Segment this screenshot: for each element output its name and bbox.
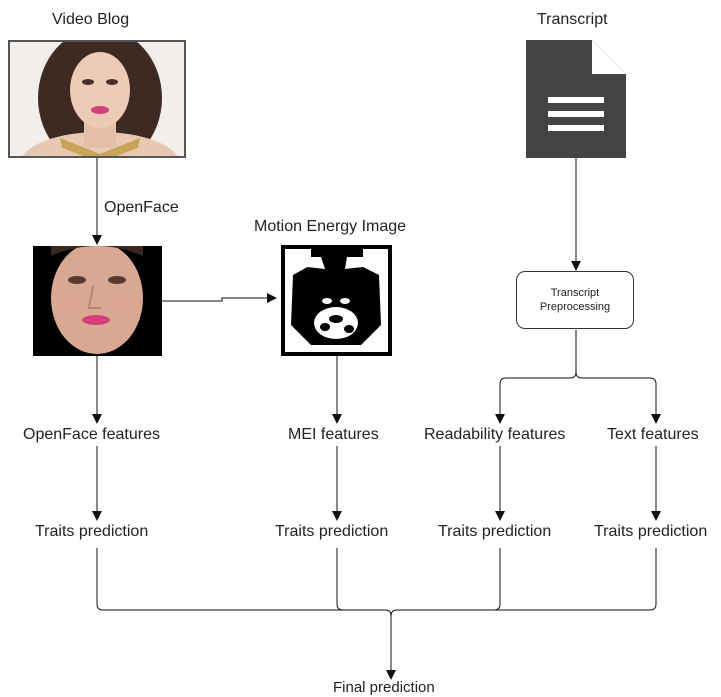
arrow-preprocess-to-text [575, 371, 661, 424]
label-traits-prediction-readability: Traits prediction [438, 523, 552, 540]
preprocess-label-line2: Preprocessing [539, 301, 611, 313]
label-final-prediction: Final prediction [333, 679, 435, 696]
label-text-features: Text features [607, 426, 699, 443]
motion-energy-image [281, 245, 392, 356]
label-openface-step: OpenFace [104, 199, 179, 216]
merge-openface [96, 548, 392, 617]
face-crop-image [33, 246, 162, 356]
label-mei-features: MEI features [288, 426, 379, 443]
video-frame-image [8, 40, 186, 158]
merge-mei [336, 548, 344, 611]
label-traits-prediction-openface: Traits prediction [35, 523, 149, 540]
arrow-preprocess-to-readability [495, 330, 577, 424]
preprocess-label-line1: Transcript [550, 287, 600, 299]
label-transcript: Transcript [537, 11, 608, 28]
label-traits-prediction-mei: Traits prediction [275, 523, 389, 540]
label-video-blog: Video Blog [52, 11, 130, 28]
label-traits-prediction-text: Traits prediction [594, 523, 708, 540]
arrow-face-to-mei [162, 293, 277, 303]
label-readability-features: Readability features [424, 426, 566, 443]
document-icon [526, 40, 626, 158]
label-openface-features: OpenFace features [23, 426, 160, 443]
transcript-preprocessing-box: Transcript Preprocessing [516, 271, 634, 329]
merge-text [397, 548, 657, 611]
merge-readability [390, 548, 501, 617]
label-mei-title: Motion Energy Image [254, 218, 407, 235]
